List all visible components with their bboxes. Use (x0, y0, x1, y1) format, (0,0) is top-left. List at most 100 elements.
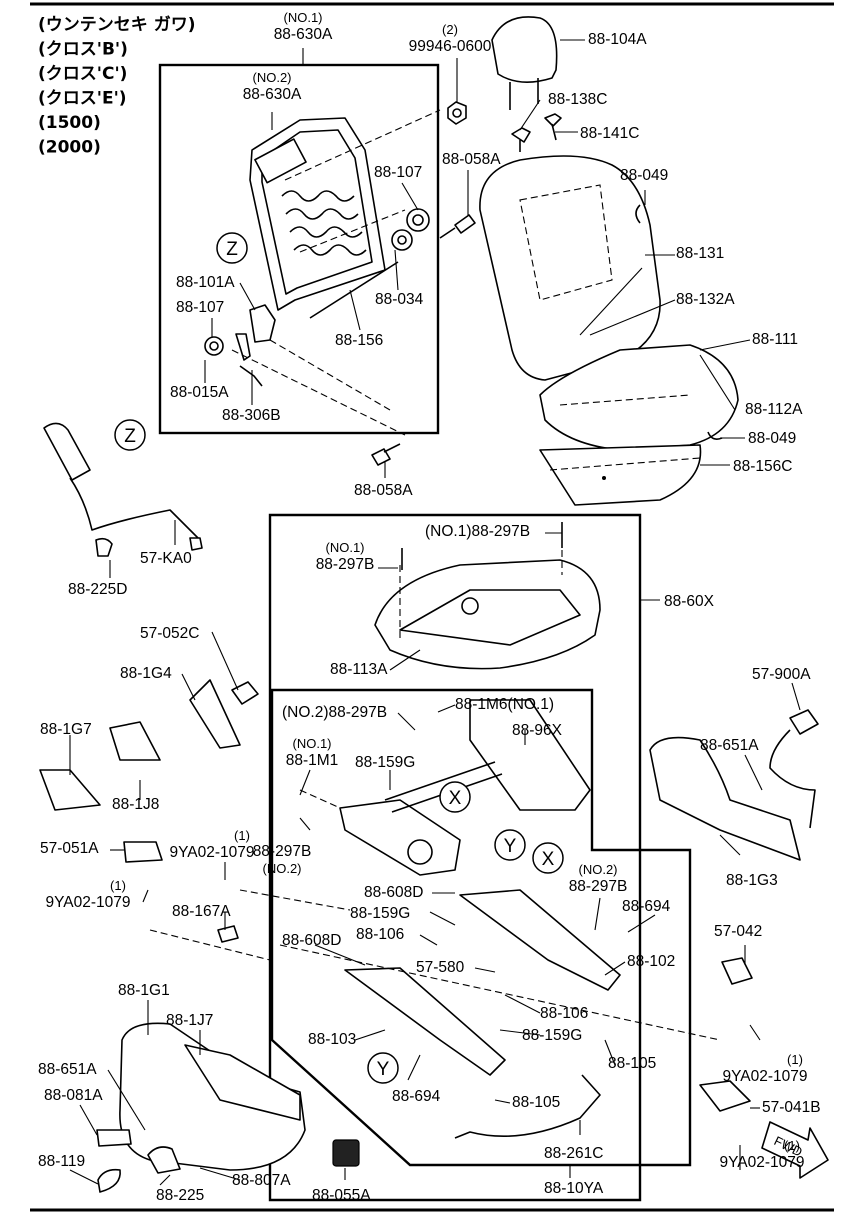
part-callout-label: 88-167A (172, 903, 231, 920)
part-callout-label: 57-900A (752, 666, 811, 683)
part-callout-label: 88-058A (354, 482, 413, 499)
part-callout-label: (2) (442, 22, 458, 37)
part-callout-label: (1) (784, 1138, 800, 1153)
part-callout-label: 88-651A (700, 737, 759, 754)
part-callout-label: 88-156C (733, 458, 792, 475)
reference-letter: Y (504, 836, 517, 857)
seatback-frame-drawing (204, 109, 441, 436)
part-callout-label: 88-141C (580, 125, 639, 142)
part-callout-label: 88-630A (243, 86, 302, 103)
reference-circle (114, 419, 146, 451)
part-callout-label: 88-1J7 (166, 1012, 213, 1029)
part-callout-label: 88-10YA (544, 1180, 604, 1197)
header-line: (クロス'B') (38, 40, 128, 60)
belt-buckle-drawing (649, 709, 819, 1112)
part-callout-label: (NO.1)88-297B (425, 523, 530, 540)
part-callout-label: 88-112A (745, 401, 803, 418)
part-callout-label: 57-042 (714, 923, 762, 940)
part-callout-label: 88-131 (676, 245, 724, 262)
part-callout-label: (NO.1) (284, 10, 323, 25)
part-callout-label: 88-034 (375, 291, 424, 308)
harness-drawing (43, 422, 203, 557)
adjuster-assembly-box (270, 688, 692, 1167)
part-callout-label: 9YA02-1079 (722, 1068, 807, 1085)
part-callout-label: 57-051A (40, 840, 99, 857)
part-callout-label: 88-159G (355, 754, 415, 771)
part-callout-label: 88-630A (274, 26, 333, 43)
part-callout-label: 88-1G3 (726, 872, 778, 889)
reference-letter: Z (226, 239, 238, 260)
part-callout-label: 88-055A (312, 1187, 371, 1204)
part-callout-label: 88-104A (588, 31, 647, 48)
header-line: (クロス'C') (38, 64, 127, 84)
part-callout-label: (1) (234, 828, 250, 843)
part-callout-label: 88-297B (569, 878, 628, 895)
fwd-arrow: FWD (761, 1121, 829, 1179)
part-callout-label: 88-156 (335, 332, 383, 349)
seatback-cover-drawing (479, 155, 661, 381)
part-callout-label: 88-1J8 (112, 796, 159, 813)
adjuster-frame-drawing (299, 699, 591, 876)
part-callout-label: (NO.2)88-297B (282, 704, 387, 721)
part-callout-label: 88-159G (522, 1027, 582, 1044)
part-callout-label: 88-105 (608, 1055, 656, 1072)
part-callout-label: 57-052C (140, 625, 199, 642)
lower-trim-drawing (96, 1022, 360, 1193)
header-line: (クロス'E') (38, 89, 127, 109)
part-callout-label: 88-081A (44, 1087, 103, 1104)
part-callout-label: (1) (787, 1052, 803, 1067)
part-callout-label: 88-107 (374, 164, 422, 181)
part-callout-label: 88-608D (282, 932, 341, 949)
part-callout-label: 88-015A (170, 384, 229, 401)
side-trim-drawing (39, 679, 259, 943)
part-callout-label: 88-694 (622, 898, 671, 915)
part-callout-label: 88-297B (253, 843, 312, 860)
headrest-guide-drawing (511, 113, 562, 152)
cushion-assembly-box (268, 513, 642, 1202)
header-line: (1500) (38, 113, 101, 133)
reference-circle (367, 1052, 399, 1084)
part-callout-label: 57-041B (762, 1099, 821, 1116)
part-callout-label: 88-96X (512, 722, 563, 739)
seat-pan-drawing (374, 522, 601, 670)
part-callout-label: 57-KA0 (140, 550, 192, 567)
header-line: (2000) (38, 138, 101, 158)
part-callout-label: 88-106 (540, 1005, 588, 1022)
part-callout-label: 9YA02-1079 (719, 1154, 804, 1171)
cushion-cover-drawing (539, 344, 739, 506)
part-callout-label: (NO.1) (293, 736, 332, 751)
part-callout-label: 88-107 (176, 299, 224, 316)
part-callout-label: 88-138C (548, 91, 607, 108)
reference-circle (532, 842, 564, 874)
bolt-drawing (371, 214, 476, 466)
part-callout-label: 88-1M6(NO.1) (455, 696, 554, 713)
part-callout-label: 88-225D (68, 581, 127, 598)
part-callout-label: 88-111 (752, 331, 798, 348)
part-callout-label: (NO.2) (253, 70, 292, 85)
part-callout-label: 88-297B (316, 556, 375, 573)
reference-letter: X (449, 788, 462, 809)
part-callout-label: 88-049 (620, 167, 668, 184)
part-callout-label: (NO.2) (263, 861, 302, 876)
nut-drawing (447, 101, 467, 125)
part-callout-label: 88-058A (442, 151, 501, 168)
part-callout-label: 88-261C (544, 1145, 603, 1162)
part-callout-label: (NO.1) (326, 540, 365, 555)
part-callout-label: 88-225 (156, 1187, 204, 1204)
seatback-frame-box (158, 63, 440, 435)
reference-letter: Y (377, 1059, 390, 1080)
part-callout-label: 57-580 (416, 959, 465, 976)
part-callout-label: 88-132A (676, 291, 735, 308)
part-callout-label: 88-049 (748, 430, 796, 447)
reference-circle (216, 232, 248, 264)
leader-lines (69, 39, 801, 1186)
part-callout-label: (1) (110, 878, 126, 893)
part-callout-label: 88-113A (330, 661, 388, 678)
slide-rail-drawing (149, 889, 721, 1076)
header-block: (ウンテンセキ ガワ)(クロス'B')(クロス'C')(クロス'E')(1500… (38, 15, 195, 158)
part-callout-label: 88-1G7 (40, 721, 92, 738)
part-callout-label: 99946-0600 (409, 38, 492, 55)
